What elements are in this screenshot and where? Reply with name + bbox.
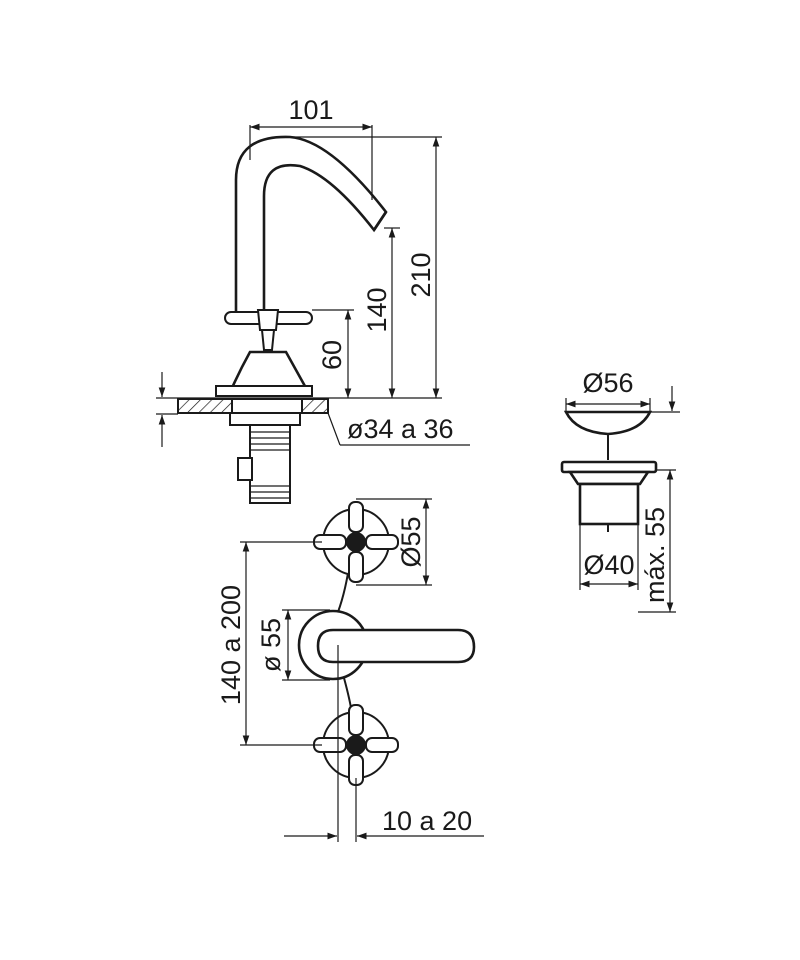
dim-spout-reach: 101 — [288, 95, 333, 125]
drain-view: Ø56 máx. 55 Ø40 — [560, 368, 680, 613]
threaded-shank — [237, 424, 291, 504]
dim-drain-body-diameter: Ø40 — [583, 550, 634, 580]
cross-handle-top-lower — [313, 704, 399, 786]
dim-handle-spacing: 140 a 200 — [216, 585, 246, 705]
dim-hole-diameter: ø34 a 36 — [347, 414, 454, 444]
dim-drain-max-height: máx. 55 — [640, 507, 670, 603]
faucet-side-view: 101 210 140 60 ø34 a 36 — [156, 95, 470, 504]
faucet-top-view: Ø55 140 a 200 ø 55 10 a 20 — [216, 498, 484, 842]
dim-drain-cap-diameter: Ø56 — [582, 368, 633, 398]
dim-total-height: 210 — [406, 252, 436, 297]
dim-spout-base-diameter: ø 55 — [256, 618, 286, 672]
cross-handle-top-upper — [313, 501, 399, 583]
dim-spout-height: 140 — [362, 287, 392, 332]
spout-top — [297, 609, 476, 681]
cross-handle-side — [224, 309, 313, 351]
dim-handle-height: 60 — [317, 340, 347, 370]
dim-offset: 10 a 20 — [382, 806, 472, 836]
dim-rosette-diameter: Ø55 — [396, 516, 426, 567]
